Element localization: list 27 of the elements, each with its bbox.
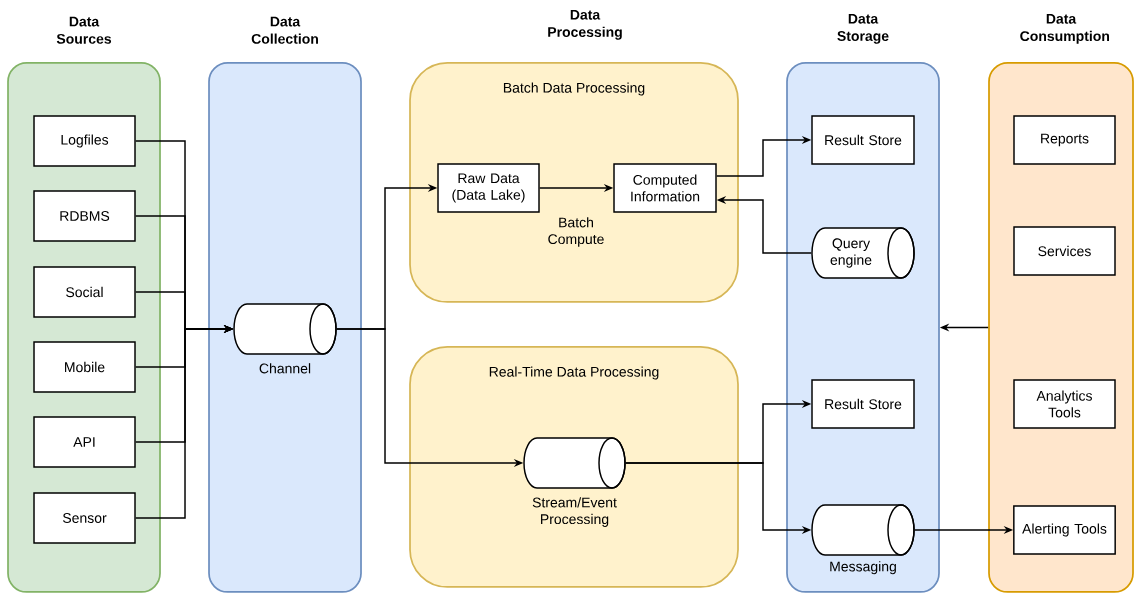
node-label: Stream/Event Processing: [532, 497, 617, 527]
node-label: Data Storage: [837, 13, 889, 44]
process-box: Logfiles: [33, 115, 136, 167]
node-label: Data Collection: [251, 16, 318, 44]
process-box: Mobile: [33, 341, 136, 393]
cylinder: Query engine: [811, 227, 915, 279]
edge-label: Batch Compute: [548, 217, 604, 247]
process-box: API: [33, 416, 136, 468]
cylinder: Stream/Event Processing: [523, 437, 626, 527]
process-box: Services: [1013, 226, 1116, 276]
column-heading: Data Processing: [548, 9, 622, 40]
process-box: Sensor: [33, 492, 136, 544]
process-box: Computed Information: [613, 163, 717, 213]
process-box: Result Store: [811, 115, 915, 165]
process-box: Alerting Tools: [1013, 505, 1116, 555]
cylinder: Channel: [233, 303, 337, 374]
process-box: Raw Data (Data Lake): [437, 163, 540, 213]
process-box: Social: [33, 266, 136, 318]
process-box: Result Store: [811, 379, 915, 429]
process-box: RDBMS: [33, 190, 136, 242]
node-label: Data Consumption: [1020, 13, 1110, 44]
process-box: Reports: [1013, 115, 1116, 165]
process-box: Analytics Tools: [1013, 379, 1116, 429]
node-label: Channel: [259, 363, 311, 374]
cylinder: Messaging: [811, 504, 915, 575]
node-label: Messaging: [830, 561, 896, 575]
node-label: Data Sources: [56, 16, 112, 44]
